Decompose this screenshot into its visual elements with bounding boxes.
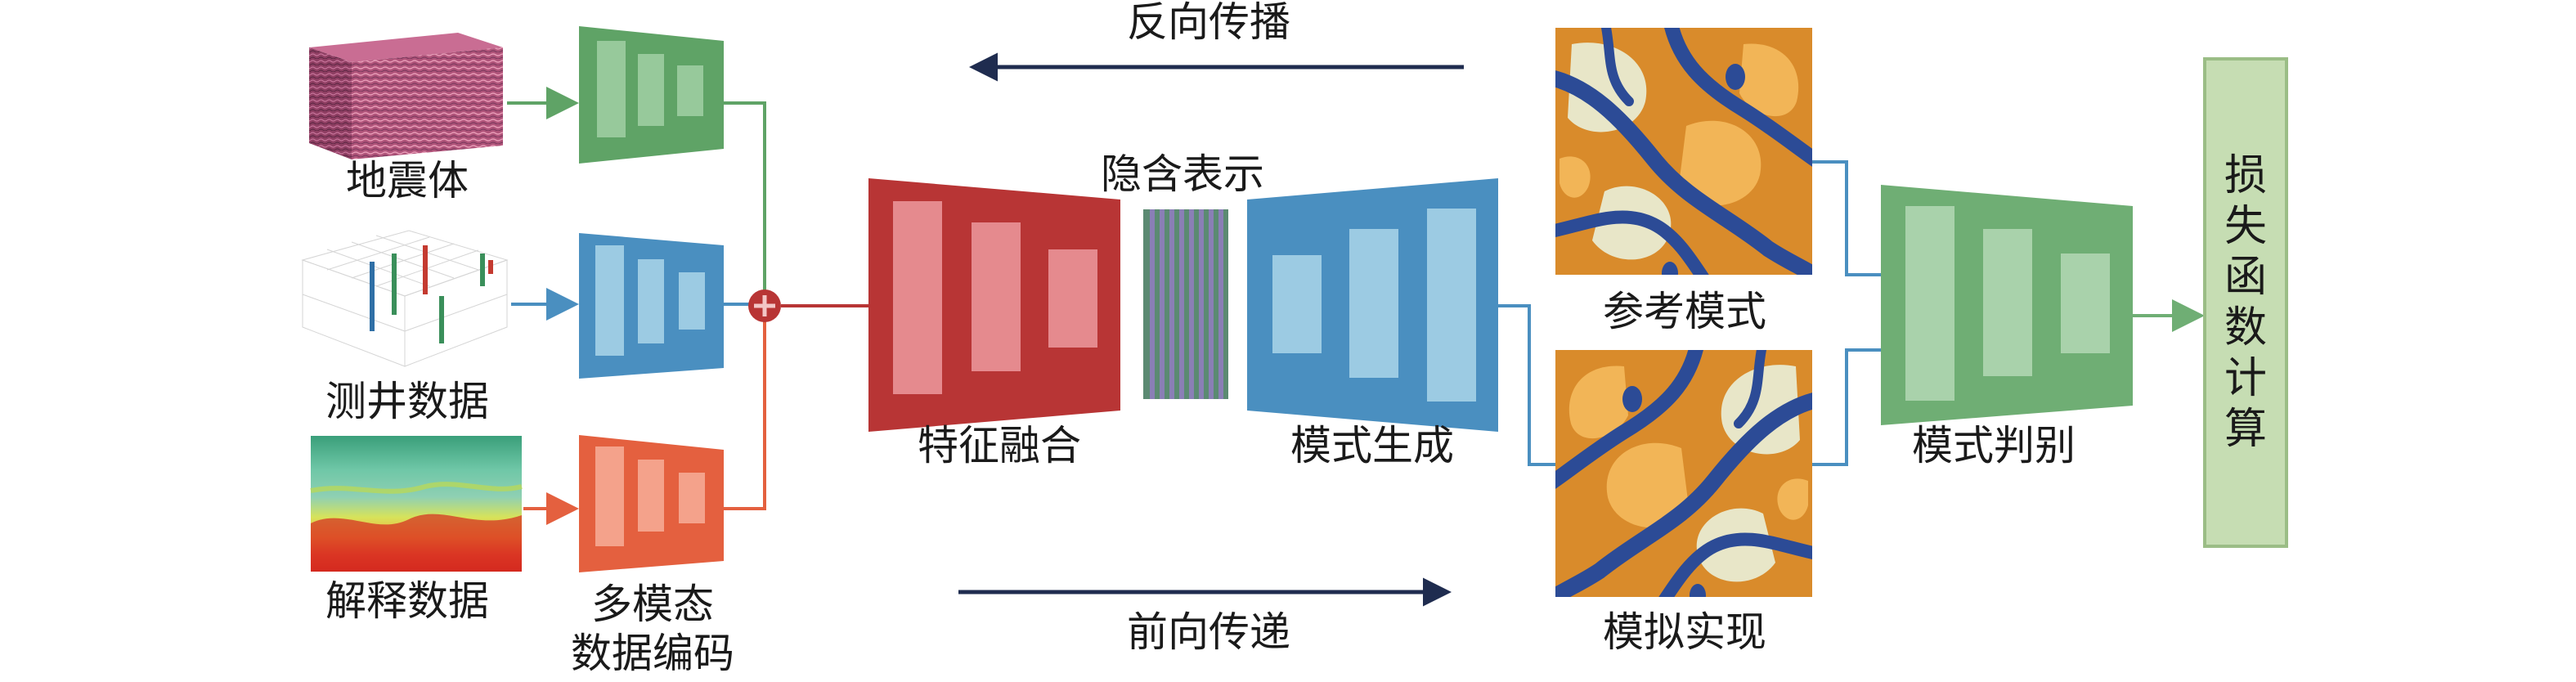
reference-pattern-image [1547,20,1833,289]
interpretation-encoder-output [724,319,766,510]
backprop-label: 反向传播 [1127,0,1290,46]
well-log-label: 测井数据 [325,378,489,425]
seismic-label: 地震体 [346,157,469,204]
pattern-generation-label: 模式生成 [1290,422,1454,469]
loss-char-4: 数 [2224,303,2267,352]
loss-char-2: 失 [2224,202,2267,251]
latent-label: 隐含表示 [1101,150,1264,198]
interpretation-encoder [579,435,724,572]
interpretation-data-label: 解释数据 [325,577,489,625]
pattern-discrimination-label: 模式判别 [1912,422,2076,469]
loss-char-5: 计 [2224,354,2267,403]
seismic-encoder-output [724,101,766,293]
loss-char-6: 算 [2224,405,2267,454]
pattern-generation-block [1247,178,1498,432]
plus-icon [748,289,781,322]
loss-char-1: 损 [2224,151,2267,200]
feature-fusion-label: 特征融合 [918,422,1081,469]
simulation-to-discriminator-line [1812,348,1881,466]
simulated-realization-image [1534,342,1820,612]
seismic-encoder [579,26,724,164]
generation-to-simulation-line [1498,304,1555,466]
pattern-discrimination-block [1881,185,2133,425]
loss-char-3: 函 [2224,253,2267,302]
feature-fusion-block [868,178,1120,432]
loss-function-box [2203,57,2288,548]
interpretation-data-image [310,436,523,572]
reference-to-discriminator-line [1812,160,1881,276]
latent-representation-block [1143,209,1228,399]
encoder-label-line2: 数据编码 [571,630,734,677]
well-log-image [301,230,509,367]
encoder-label-line1: 多模态 [591,581,714,628]
reference-pattern-label: 参考模式 [1603,288,1766,335]
well-log-encoder [579,233,724,379]
forward-label: 前向传递 [1127,608,1290,656]
simulated-realization-label: 模拟实现 [1603,608,1766,656]
seismic-volume-image [309,33,503,159]
